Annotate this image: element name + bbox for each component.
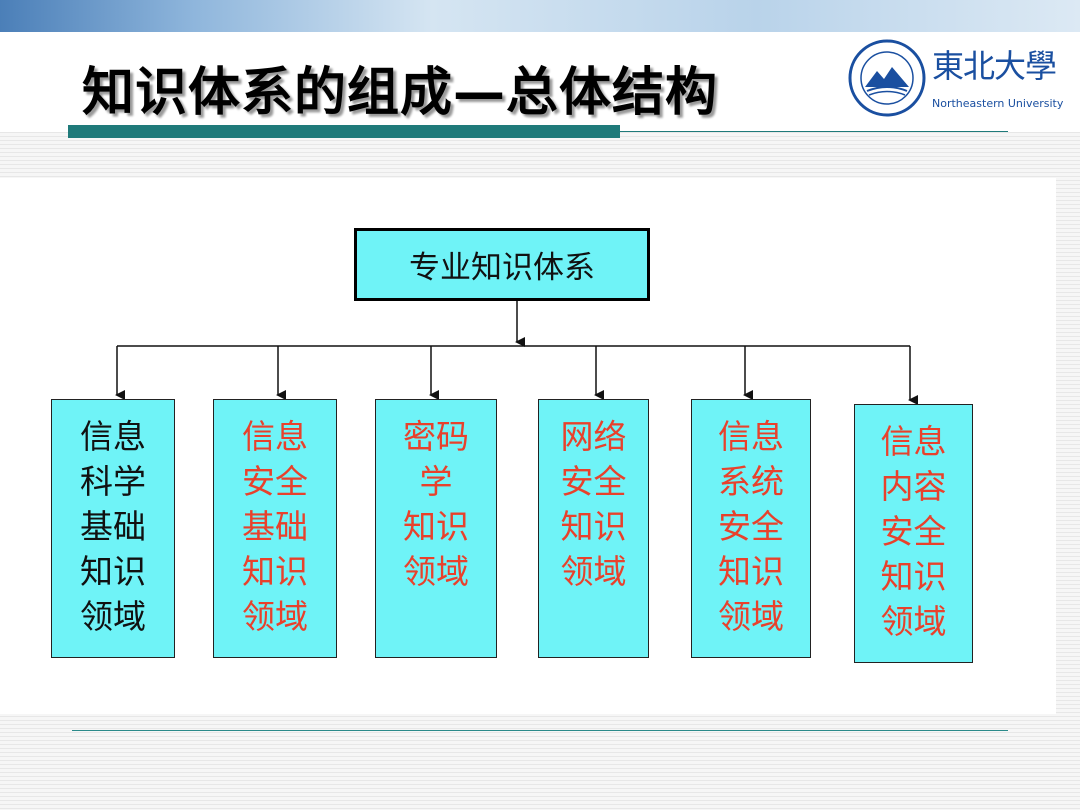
node-line: 学 bbox=[419, 462, 453, 501]
node-cryptography: 密码 学 知识 领域 bbox=[375, 399, 497, 658]
node-line: 知识 bbox=[880, 557, 947, 596]
node-line: 领域 bbox=[880, 602, 947, 641]
node-line: 知识 bbox=[403, 507, 469, 546]
node-information-science-foundation: 信息 科学 基础 知识 领域 bbox=[51, 399, 175, 658]
node-line: 知识 bbox=[242, 552, 308, 591]
node-line: 网络 bbox=[560, 417, 627, 456]
node-line: 知识 bbox=[718, 552, 784, 591]
node-network-security: 网络 安全 知识 领域 bbox=[538, 399, 649, 658]
node-line: 安全 bbox=[242, 462, 308, 501]
node-line: 领域 bbox=[560, 552, 627, 591]
university-logo: 東北大學 Northeastern University bbox=[847, 35, 1072, 121]
node-line: 知识 bbox=[80, 552, 146, 591]
node-line: 系统 bbox=[718, 462, 784, 501]
node-line: 领域 bbox=[80, 597, 146, 636]
node-line: 知识 bbox=[560, 507, 627, 546]
node-line: 领域 bbox=[718, 597, 784, 636]
slide-title: 知识体系的组成—总体结构 bbox=[82, 63, 719, 123]
node-line: 基础 bbox=[80, 507, 146, 546]
node-line: 信息 bbox=[880, 422, 947, 461]
node-line: 安全 bbox=[718, 507, 784, 546]
node-line: 安全 bbox=[560, 462, 627, 501]
university-name-cn: 東北大學 bbox=[932, 47, 1057, 85]
header-sky-banner bbox=[0, 0, 1080, 32]
node-line: 科学 bbox=[80, 462, 146, 501]
node-information-security-foundation: 信息 安全 基础 知识 领域 bbox=[213, 399, 337, 658]
university-seal-icon bbox=[848, 39, 926, 117]
node-line: 密码 bbox=[403, 417, 469, 456]
node-information-content-security: 信息 内容 安全 知识 领域 bbox=[854, 404, 973, 663]
node-line: 安全 bbox=[880, 512, 947, 551]
node-line: 领域 bbox=[403, 552, 469, 591]
title-underline bbox=[68, 125, 620, 138]
node-line: 信息 bbox=[80, 417, 146, 456]
node-line: 领域 bbox=[242, 597, 308, 636]
footer-rule bbox=[72, 730, 1008, 731]
university-name-en: Northeastern University bbox=[932, 97, 1064, 110]
node-information-system-security: 信息 系统 安全 知识 领域 bbox=[691, 399, 811, 658]
node-line: 信息 bbox=[242, 417, 308, 456]
title-rule bbox=[620, 131, 1008, 132]
node-line: 信息 bbox=[718, 417, 784, 456]
node-line: 内容 bbox=[880, 467, 947, 506]
root-node-professional-knowledge-system: 专业知识体系 bbox=[354, 228, 650, 301]
node-line: 基础 bbox=[242, 507, 308, 546]
